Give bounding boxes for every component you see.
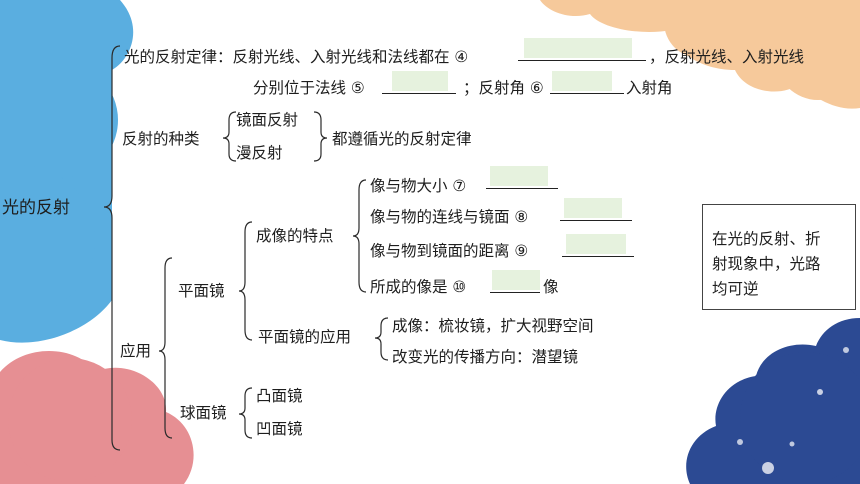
- types-common-law: 都遵循光的反射定律: [332, 130, 472, 148]
- law-line1-suffix: ，反射光线、入射光线: [649, 48, 805, 66]
- plane-mirror-label: 平面镜: [178, 282, 225, 300]
- application-brace: [158, 257, 173, 439]
- type-specular: 镜面反射: [236, 111, 299, 129]
- blank-8[interactable]: [560, 198, 632, 221]
- blank-9[interactable]: [562, 234, 634, 257]
- blank-4[interactable]: [518, 38, 646, 61]
- law-line1-prefix: 光的反射定律：反射光线、入射光线和法线都在 ④: [124, 48, 469, 66]
- concave-mirror: 凹面镜: [256, 420, 303, 438]
- types-right-brace: [313, 111, 328, 162]
- spherical-brace: [238, 387, 253, 439]
- application-label: 应用: [120, 342, 152, 360]
- spherical-mirror-label: 球面镜: [180, 404, 227, 422]
- reversibility-note: 在光的反射、折 射现象中，光路 均可逆: [702, 204, 856, 310]
- blank-6[interactable]: [550, 71, 624, 94]
- blank-7[interactable]: [486, 166, 558, 189]
- type-diffuse: 漫反射: [236, 144, 283, 162]
- imaging-features-label: 成像的特点: [256, 227, 334, 245]
- use-periscope: 改变光的传播方向：潜望镜: [392, 348, 579, 366]
- features-brace: [352, 179, 367, 293]
- uses-brace: [374, 317, 389, 361]
- blank-10[interactable]: [490, 270, 540, 293]
- blank-5[interactable]: [382, 71, 456, 94]
- feature-image-type: 所成的像是 ⑩: [370, 278, 467, 296]
- plane-mirror-uses-label: 平面镜的应用: [258, 328, 352, 346]
- types-brace: [222, 111, 237, 162]
- feature-image-suffix: 像: [543, 278, 559, 296]
- types-label: 反射的种类: [122, 130, 200, 148]
- main-brace: [103, 45, 121, 451]
- note-line-2: 射现象中，光路: [712, 255, 821, 273]
- law-line2-prefix: 分别位于法线 ⑤: [253, 79, 365, 97]
- plane-mirror-brace: [238, 221, 253, 341]
- law-line2-suffix: 入射角: [626, 79, 673, 97]
- note-line-3: 均可逆: [712, 280, 759, 298]
- feature-line: 像与物的连线与镜面 ⑧: [370, 208, 529, 226]
- root-label: 光的反射: [2, 198, 70, 218]
- blue-cloud-puff: [2, 62, 118, 178]
- feature-distance: 像与物到镜面的距离 ⑨: [370, 242, 529, 260]
- feature-size: 像与物大小 ⑦: [370, 177, 467, 195]
- convex-mirror: 凸面镜: [256, 387, 303, 405]
- note-line-1: 在光的反射、折: [712, 230, 821, 248]
- use-imaging: 成像：梳妆镜，扩大视野空间: [392, 317, 594, 335]
- law-line2-mid: ；反射角 ⑥: [463, 79, 544, 97]
